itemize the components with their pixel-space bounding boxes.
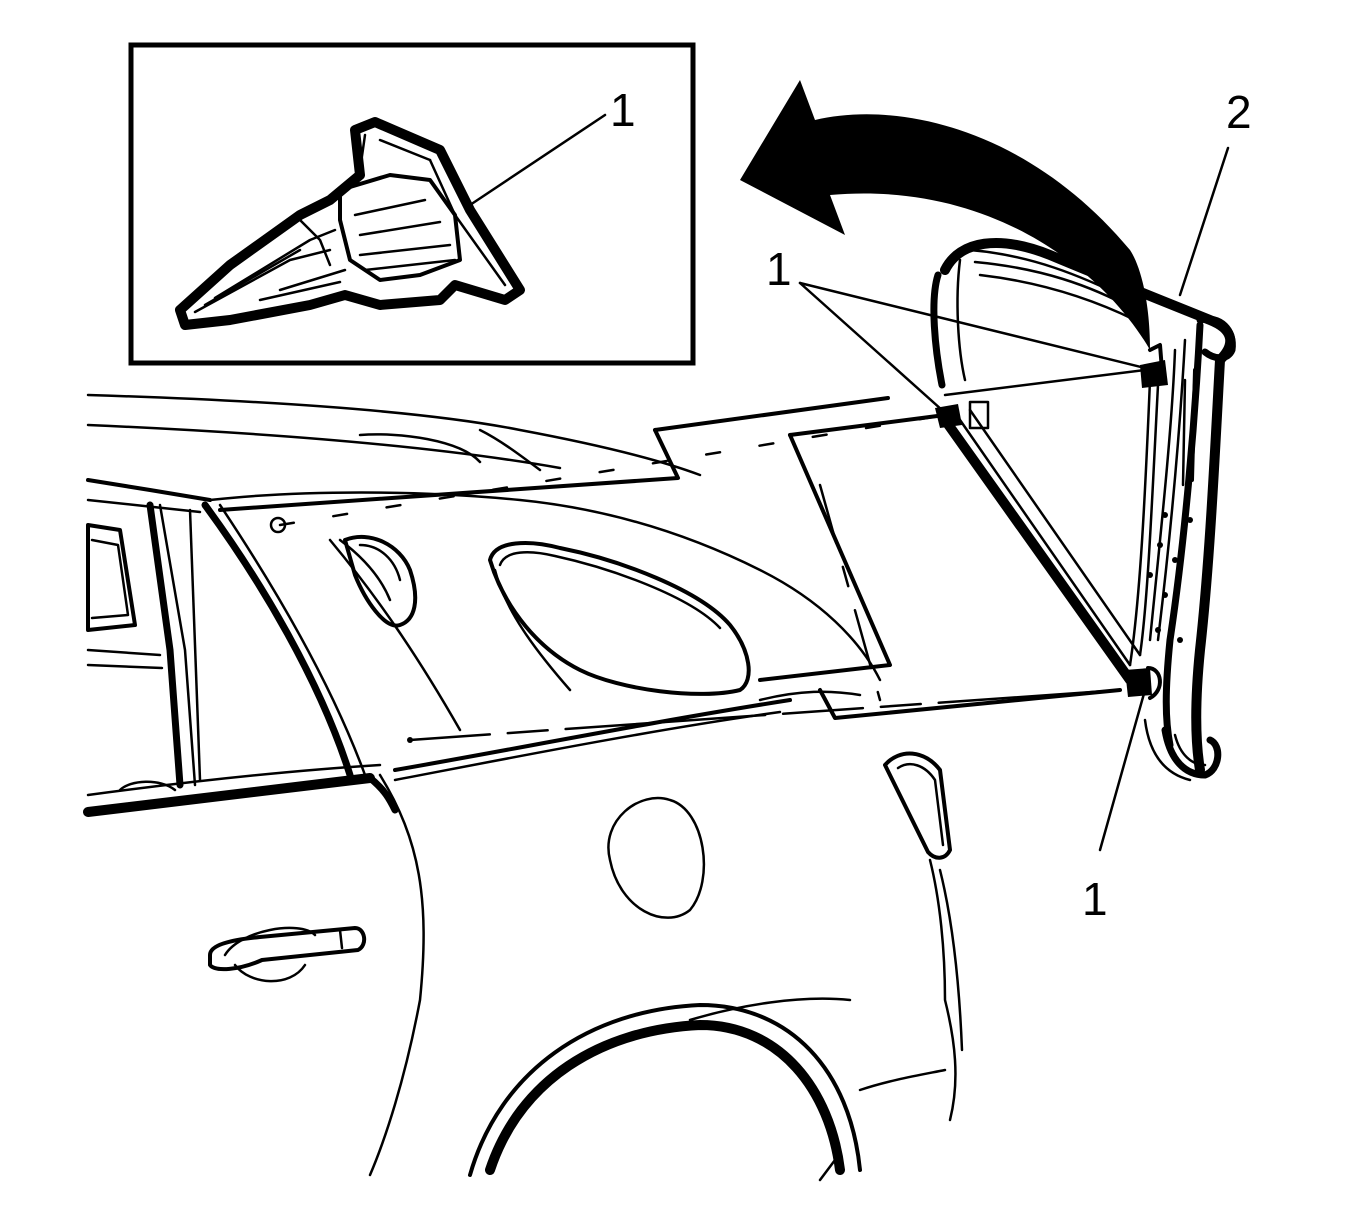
panel-holes (1147, 512, 1193, 643)
callout-inset-clip: 1 (610, 84, 636, 136)
callout-lower-clip: 1 (1082, 873, 1108, 925)
callout-upper-clip: 1 (766, 243, 792, 295)
retainer-clip-lower (1125, 666, 1162, 700)
trim-panel (930, 238, 1236, 782)
door-handle-icon (208, 926, 367, 983)
inset-leader-line (468, 113, 607, 207)
vehicle-rear-quarter (83, 393, 964, 1182)
callout-leaders (798, 146, 1230, 852)
fuel-door (607, 796, 706, 919)
removal-direction-arrow-icon (740, 80, 1150, 350)
tail-lamp (883, 751, 952, 860)
retainer-clip-upper (1140, 343, 1168, 388)
clip-icon (175, 117, 525, 330)
trim-lower-edge (940, 415, 1135, 685)
clip-detail-inset (128, 42, 696, 366)
projection-outline (218, 368, 1147, 743)
callout-trim-panel: 2 (1226, 86, 1252, 138)
